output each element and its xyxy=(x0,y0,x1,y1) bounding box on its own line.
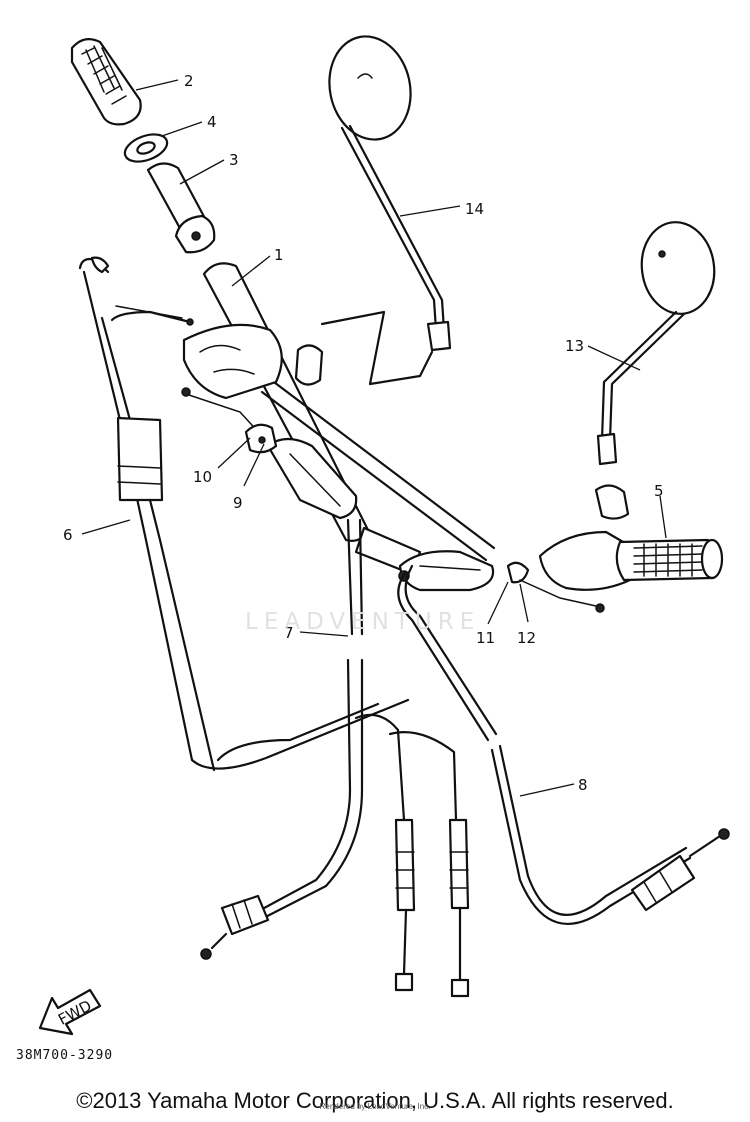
callout-12: 12 xyxy=(517,629,536,647)
washer xyxy=(123,133,169,163)
callout-8: 8 xyxy=(578,776,588,794)
mirror-bracket xyxy=(294,310,434,386)
right-switch-and-grip xyxy=(538,484,724,591)
right-lever-holder xyxy=(398,550,605,613)
diagram-code: 38M700-3290 xyxy=(16,1048,114,1063)
callout-11: 11 xyxy=(476,629,495,647)
callout-7: 7 xyxy=(284,624,294,642)
callout-14: 14 xyxy=(465,200,484,218)
clutch-cable xyxy=(200,518,364,960)
throttle-cables xyxy=(78,256,470,998)
callout-4: 4 xyxy=(207,113,217,131)
left-lever-holder xyxy=(181,323,358,520)
left-grip xyxy=(70,37,142,126)
rendered-by-notice: Rendered by LeadVenture, Inc. xyxy=(319,1102,431,1111)
front-brake-cable xyxy=(397,564,730,925)
callout-10: 10 xyxy=(193,468,212,486)
throttle-tube xyxy=(146,162,216,254)
callout-9: 9 xyxy=(233,494,243,512)
callout-3: 3 xyxy=(229,151,239,169)
callout-1: 1 xyxy=(274,246,284,264)
left-mirror xyxy=(328,35,452,352)
copyright-notice: ©2013 Yamaha Motor Corporation, U.S.A. A… xyxy=(76,1088,674,1113)
callout-5: 5 xyxy=(654,482,664,500)
fwd-arrow: FWD xyxy=(38,988,102,1036)
watermark: LEADVENTURE xyxy=(245,609,481,635)
callout-2: 2 xyxy=(184,72,194,90)
callout-6: 6 xyxy=(63,526,73,544)
handlebar-cable-diagram: FWD 2 4 3 1 14 13 5 10 9 6 7 11 12 8 xyxy=(38,35,730,1036)
right-mirror xyxy=(596,221,716,466)
callouts: 2 4 3 1 14 13 5 10 9 6 7 11 12 8 xyxy=(63,72,667,797)
callout-13: 13 xyxy=(565,337,584,355)
